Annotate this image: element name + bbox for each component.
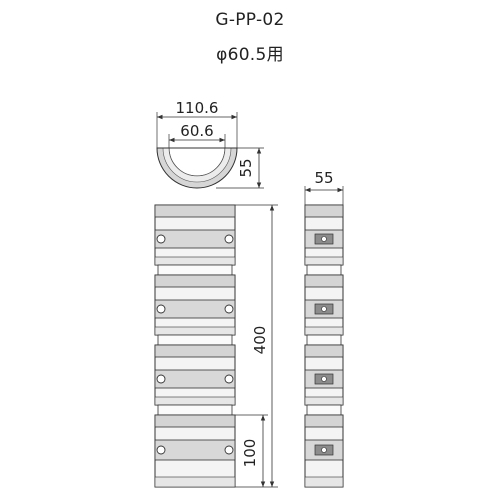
front-section-3: [154, 344, 236, 406]
bolt-icon: [224, 445, 234, 455]
dim-total-height: 400: [251, 326, 269, 355]
dim-inner-diameter: 60.6: [180, 122, 213, 140]
top-view: 110.6 60.6 55: [156, 99, 264, 189]
dim-side-depth: 55: [314, 169, 333, 187]
dim-section-height: 100: [241, 439, 259, 468]
bolt-icon: [224, 234, 234, 244]
front-view: 400 100: [154, 204, 278, 488]
front-section-1: [154, 204, 236, 266]
side-section-2: [304, 274, 344, 336]
front-section-4: [154, 414, 236, 488]
bolt-icon: [224, 374, 234, 384]
side-view: 55: [304, 169, 344, 488]
dim-outer-width: 110.6: [176, 99, 219, 117]
model-number: G-PP-02: [215, 10, 285, 30]
side-section-3: [304, 344, 344, 406]
bolt-icon: [156, 304, 166, 314]
side-section-1: [304, 204, 344, 266]
side-section-4: [304, 414, 344, 488]
bolt-icon: [156, 374, 166, 384]
bolt-icon: [156, 234, 166, 244]
bolt-icon: [156, 445, 166, 455]
dim-top-depth: 55: [237, 158, 255, 177]
front-section-2: [154, 274, 236, 336]
bolt-icon: [224, 304, 234, 314]
pipe-spec: φ60.5用: [216, 45, 284, 65]
